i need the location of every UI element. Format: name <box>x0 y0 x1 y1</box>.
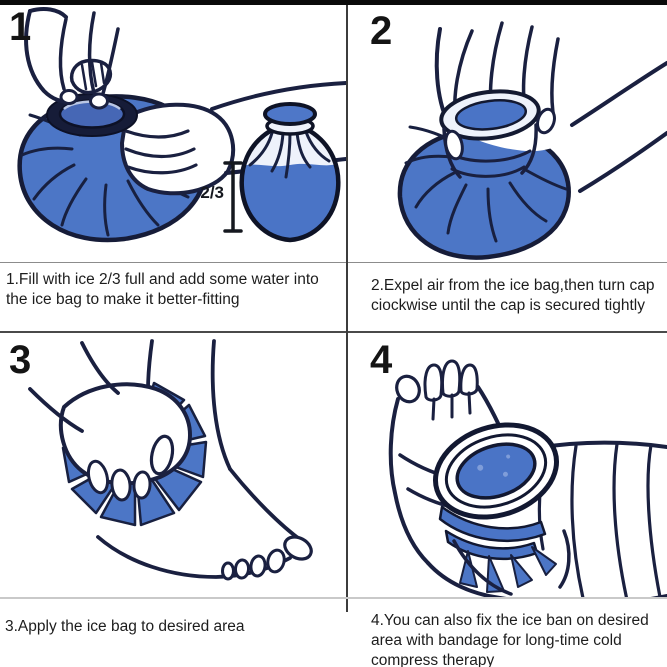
step4-caption-line1: 4.You can also fix the ice ban on desire… <box>371 612 649 629</box>
step4-caption-line3: compress therapy <box>371 652 495 667</box>
bottom-caption-separator <box>0 597 667 599</box>
step1-caption-line2: the ice bag to make it better-fitting <box>6 291 240 308</box>
top-caption-separator <box>0 262 667 263</box>
step4-bandage-fix-illustration <box>388 359 667 597</box>
step1-number: 1 <box>9 5 32 49</box>
step3-number: 3 <box>9 338 32 382</box>
step4-caption: 4.You can also fix the ice ban on desire… <box>371 611 649 667</box>
step3-caption: 3.Apply the ice bag to desired area <box>5 617 245 637</box>
fill-level-measure-bar <box>223 161 243 233</box>
step2-caption-line1: 2.Expel air from the ice bag,then turn c… <box>371 277 655 294</box>
step1-caption: 1.Fill with ice 2/3 full and add some wa… <box>6 270 319 310</box>
step4-caption-line2: area with bandage for long-time cold <box>371 632 622 649</box>
horizontal-divider <box>0 331 667 333</box>
step3-apply-to-ankle-illustration <box>28 339 313 581</box>
fill-level-label: 2/3 <box>200 183 224 202</box>
step2-number: 2 <box>370 9 393 53</box>
step4-number: 4 <box>370 338 393 382</box>
top-border-bar <box>0 0 667 5</box>
step1-fill-ice-bag-illustration <box>17 7 346 243</box>
step2-caption-line2: ciockwise until the cap is secured tight… <box>371 297 645 314</box>
step2-caption: 2.Expel air from the ice bag,then turn c… <box>371 276 654 316</box>
step3-caption-line1: 3.Apply the ice bag to desired area <box>5 618 245 635</box>
vertical-divider <box>346 5 348 612</box>
step2-close-cap-illustration <box>397 17 667 260</box>
step1-caption-line1: 1.Fill with ice 2/3 full and add some wa… <box>6 271 319 288</box>
